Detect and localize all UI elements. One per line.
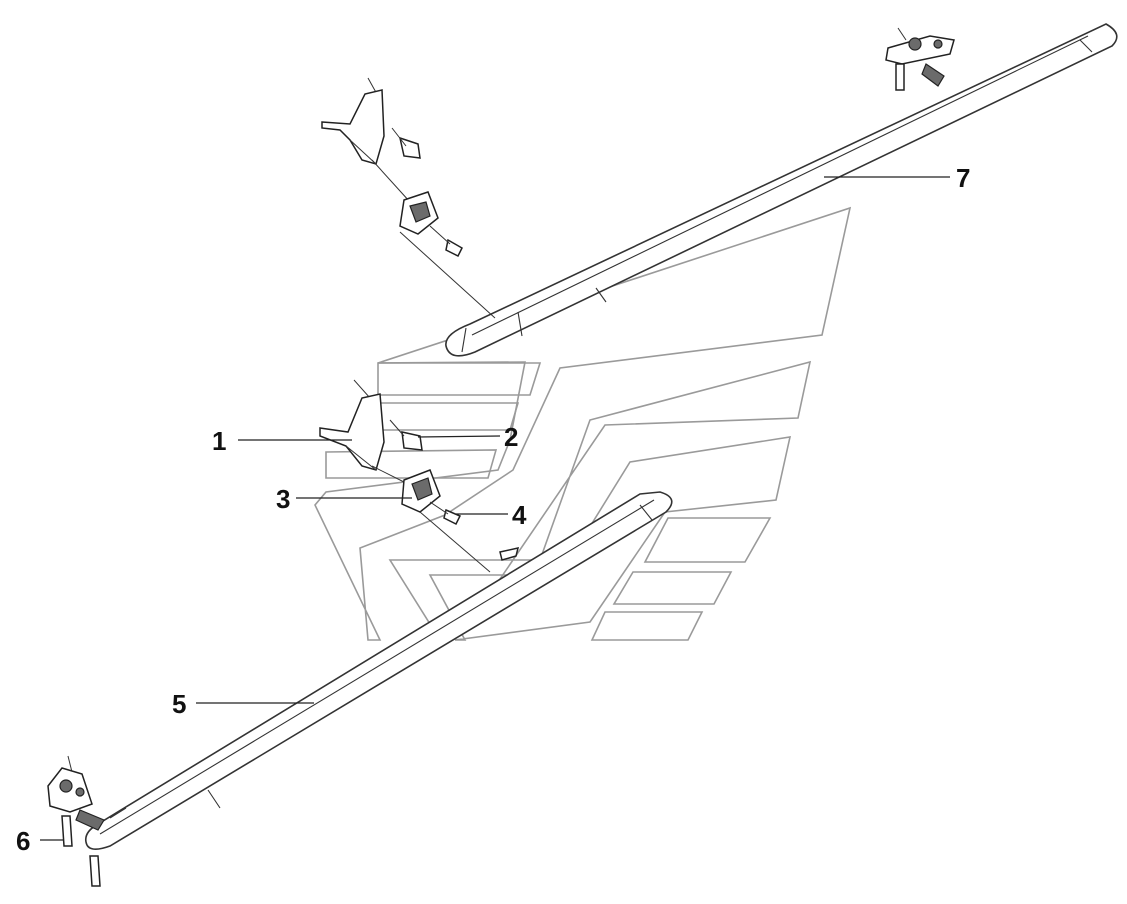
callout-7: 7 (956, 163, 970, 193)
leader-lines (40, 176, 950, 841)
callout-labels: 1 2 3 4 5 6 7 (16, 163, 970, 856)
upper-grab-rail (445, 23, 1118, 357)
callout-2: 2 (504, 422, 518, 452)
callout-4: 4 (512, 500, 527, 530)
mid-bracket-assembly (319, 379, 520, 573)
lower-end-mount (47, 755, 105, 887)
callout-3: 3 (276, 484, 290, 514)
callout-6: 6 (16, 826, 30, 856)
lower-grab-rail (84, 491, 673, 850)
leader-2 (417, 435, 501, 438)
callout-1: 1 (212, 426, 226, 456)
upper-bracket-assembly (321, 77, 496, 319)
callout-5: 5 (172, 689, 186, 719)
upper-end-mount (885, 27, 955, 91)
